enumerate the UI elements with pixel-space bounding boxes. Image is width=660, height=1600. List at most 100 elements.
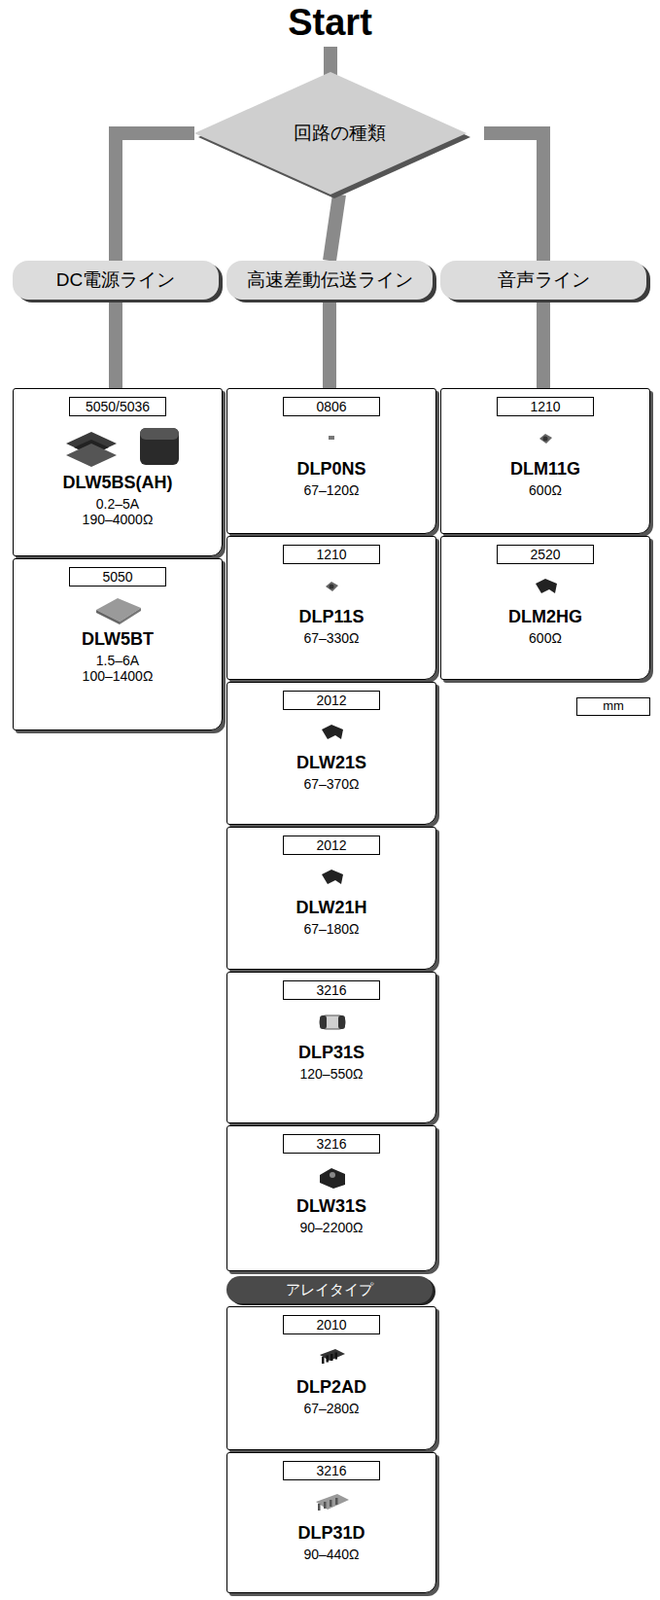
- label-text: 1210: [503, 398, 588, 415]
- chip: [319, 1167, 346, 1188]
- electrode: [319, 1014, 327, 1029]
- label-text: 回路の種類: [293, 120, 386, 146]
- flow-connector: [536, 299, 551, 388]
- flow-connector: [322, 299, 337, 388]
- part-number: DLW5BS(AH): [63, 472, 174, 493]
- product-card: 2520DLM2HG600Ω: [440, 535, 651, 680]
- label-text: 0806: [289, 398, 374, 415]
- spec-value: 67–180Ω: [303, 920, 359, 937]
- part-number: DLW31S: [296, 1195, 367, 1216]
- terminal: [330, 1353, 334, 1360]
- spec-value: 67–370Ω: [303, 775, 359, 792]
- product-card: 1210DLM11G600Ω: [440, 387, 651, 534]
- chip: [328, 435, 335, 440]
- label-text: mm: [577, 697, 650, 713]
- drum-base: [66, 443, 117, 467]
- spec-value: 1.5–6A: [96, 652, 139, 668]
- product-card: 3216DLP31D90–440Ω: [226, 1451, 437, 1593]
- spec-value: 67–120Ω: [303, 482, 359, 498]
- category-tab: DC電源ライン: [12, 260, 219, 300]
- part-image: [302, 421, 361, 455]
- product-card: 5050/5036DLW5BS(AH) 0.2–5A190–4000Ω: [12, 387, 223, 556]
- size-label-box: 3216: [282, 979, 381, 1000]
- electrode: [338, 1014, 346, 1029]
- part-number: DLP31S: [298, 1042, 365, 1063]
- part-number: DLW5BT: [81, 628, 154, 650]
- size-label-box: 2010: [282, 1314, 381, 1334]
- product-card: 2012DLW21H 67–180Ω: [226, 826, 437, 970]
- category-tab: 高速差動伝送ライン: [226, 260, 433, 300]
- terminal: [323, 1500, 327, 1508]
- label-text: 3216: [289, 1135, 374, 1151]
- terminal: [335, 1352, 339, 1359]
- block-top: [139, 427, 179, 440]
- flow-connector: [484, 133, 544, 261]
- chip: [319, 1014, 346, 1029]
- label-text: 2520: [503, 546, 588, 562]
- size-label-box: 3216: [282, 1133, 381, 1153]
- label-text: 5050: [75, 568, 160, 585]
- label-text: 2010: [289, 1316, 374, 1332]
- flow-connector: [329, 194, 340, 261]
- product-card: 0806DLP0NS67–120Ω: [226, 387, 437, 534]
- spec-value: 600Ω: [528, 629, 562, 646]
- product-card: 3216DLW31S90–2200Ω: [226, 1124, 437, 1271]
- flat-side: [96, 609, 120, 625]
- chip-dot: [329, 584, 335, 590]
- part-number: DLW21H: [295, 897, 367, 918]
- chip: [325, 581, 339, 591]
- chip: [321, 868, 344, 884]
- size-label-box: 3216: [282, 1459, 381, 1480]
- label-text: 1210: [289, 546, 374, 562]
- spec-value: 120–550Ω: [300, 1065, 364, 1081]
- part-number: DLP11S: [298, 606, 364, 627]
- part-number: DLP2AD: [296, 1376, 367, 1397]
- label-text: 2012: [289, 836, 374, 853]
- array-chip: [315, 1493, 349, 1509]
- product-card: 2010DLP2AD 67–280Ω: [226, 1305, 437, 1450]
- diamond-fill: [194, 71, 467, 195]
- flat-top: [96, 597, 141, 622]
- size-label-box: 5050: [69, 566, 167, 587]
- unit-box: mm: [576, 696, 651, 716]
- size-label-box: 0806: [282, 396, 381, 417]
- terminal: [321, 1355, 325, 1363]
- part-image: [302, 860, 361, 894]
- size-label-box: 2012: [282, 834, 381, 855]
- part-image: [302, 1485, 361, 1519]
- part-number: DLW21S: [296, 752, 367, 773]
- spec-value: 0.2–5A: [96, 495, 139, 512]
- spec-value: 67–280Ω: [303, 1399, 359, 1416]
- label-text: DC電源ライン: [56, 267, 175, 293]
- type-tab: アレイタイプ: [226, 1275, 433, 1303]
- size-label-box: 2520: [496, 544, 594, 564]
- part-image: [302, 1005, 361, 1039]
- chip-dot: [329, 1171, 336, 1178]
- size-label-box: 5050/5036: [69, 396, 167, 417]
- chip: [321, 724, 344, 739]
- title: Start: [0, 1, 660, 44]
- part-number: DLM11G: [510, 458, 581, 480]
- product-card: 3216DLP31S 120–550Ω: [226, 971, 437, 1123]
- terminal: [317, 1502, 321, 1510]
- part-image: [516, 569, 575, 603]
- terminal: [326, 1354, 330, 1362]
- size-label-box: 1210: [496, 396, 594, 417]
- flat-side: [119, 607, 141, 625]
- size-label-box: 2012: [282, 690, 381, 710]
- label-text: 5050/5036: [75, 398, 160, 415]
- chip: [539, 433, 553, 444]
- part-image: [516, 421, 575, 455]
- part-image: [302, 1158, 361, 1192]
- label-text: 3216: [289, 1461, 374, 1478]
- spec-value: 190–4000Ω: [82, 511, 154, 527]
- part-image: [302, 715, 361, 749]
- part-image: [88, 591, 147, 626]
- terminal: [329, 1498, 333, 1506]
- flow-connector: [108, 299, 123, 388]
- spec-value: 90–440Ω: [303, 1545, 359, 1562]
- product-card: 1210DLP11S67–330Ω: [226, 535, 437, 680]
- part-image: [44, 421, 191, 469]
- product-card: 2012DLW21S 67–370Ω: [226, 681, 437, 825]
- decision-diamond: 回路の種類: [194, 71, 485, 195]
